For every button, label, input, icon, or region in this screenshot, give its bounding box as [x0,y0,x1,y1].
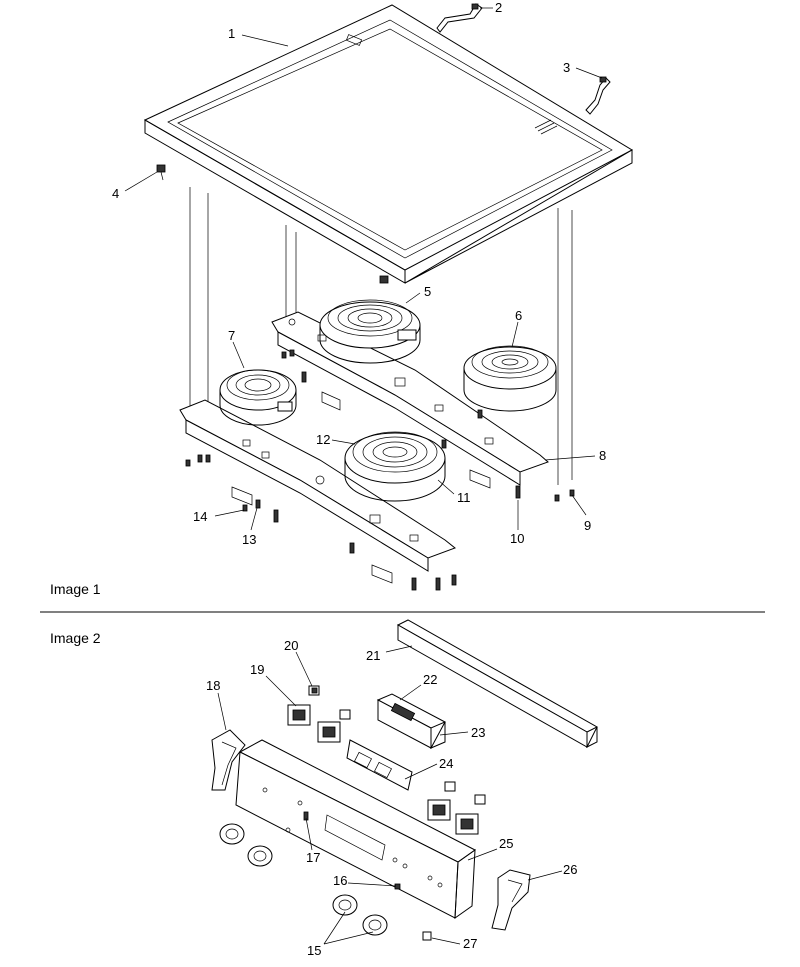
callout-27: 27 [463,936,477,951]
rear-trim-strip [396,619,599,749]
callout-24: 24 [439,756,453,771]
callouts-image1: 1 2 3 4 5 6 7 8 9 10 11 12 13 14 [112,0,606,547]
knob-spring-clip [394,883,401,890]
callout-1: 1 [228,26,235,41]
callout-5: 5 [424,284,431,299]
infinite-switch-right-upper [427,799,451,821]
infinite-switch-right-lower [455,813,479,835]
callout-9: 9 [584,518,591,533]
image2-control-panel-assembly: Image 2 [50,619,599,958]
mounting-screws [185,349,575,591]
hinge-bracket-rear [436,3,483,33]
leader-lines-image2 [217,645,563,945]
control-knob-upper-left [219,823,245,845]
panel-screw-holes [262,787,443,888]
callout-21: 21 [366,648,380,663]
burner-element-11 [344,431,446,502]
callout-4: 4 [112,186,119,201]
callout-16: 16 [333,873,347,888]
electronic-oven-control [376,693,447,750]
glass-cooktop [143,4,634,284]
glass-retainer-clip [156,164,166,181]
control-knob-15-lower [362,914,388,936]
callout-25: 25 [499,836,513,851]
callout-3: 3 [563,60,570,75]
burner-element-6 [463,345,557,412]
callout-13: 13 [242,532,256,547]
cooktop-vent-slots [534,119,558,135]
callout-8: 8 [599,448,606,463]
callout-20: 20 [284,638,298,653]
callout-18: 18 [206,678,220,693]
callout-2: 2 [495,0,502,15]
callout-23: 23 [471,725,485,740]
assembly-guide-lines [189,187,573,485]
burner-element-7 [219,369,297,426]
front-burner-bracket [179,399,457,584]
callout-22: 22 [423,672,437,687]
callout-11: 11 [457,490,471,505]
infinite-switch-19 [287,704,311,726]
callout-12: 12 [316,432,330,447]
right-end-cap [491,869,531,931]
callout-19: 19 [250,662,264,677]
panel-screw [303,811,309,821]
callout-17: 17 [306,850,320,865]
callout-7: 7 [228,328,235,343]
infinite-switch-left-lower [317,721,341,743]
leader-lines-image1 [124,7,603,531]
image1-cooktop-assembly: 1 2 3 4 5 6 7 8 9 10 11 12 13 14 Image 1 [50,0,634,597]
control-knob-15-upper [332,894,358,916]
indicator-light [308,685,486,805]
rear-burner-bracket [271,311,549,489]
caption-image2: Image 2 [50,630,101,646]
control-knob-lower-left [247,845,273,867]
callout-10: 10 [510,531,524,546]
callout-6: 6 [515,308,522,323]
control-panel-body [235,739,476,920]
hinge-bracket-side [585,76,611,115]
display-overlay [346,739,413,791]
left-end-cap [211,729,246,791]
callout-26: 26 [563,862,577,877]
callout-15: 15 [307,943,321,958]
burner-element-5 [319,299,421,364]
caption-image1: Image 1 [50,581,101,597]
panel-clip [422,931,432,941]
callout-14: 14 [193,509,207,524]
callouts-image2: 21 20 19 18 22 23 24 25 26 17 16 15 27 [206,638,577,958]
